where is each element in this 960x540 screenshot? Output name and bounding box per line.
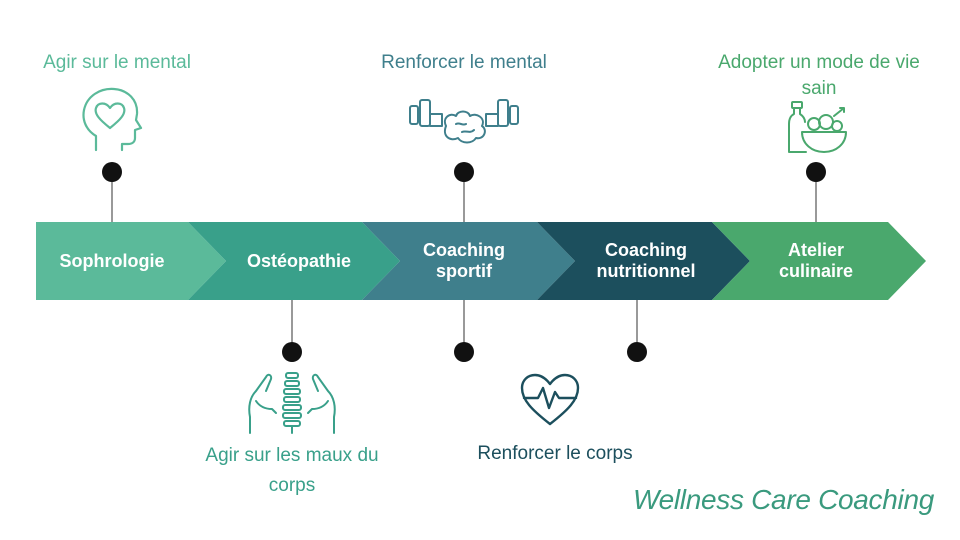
hands-spine-icon [248, 372, 336, 434]
step-shape-osteopathie [188, 222, 400, 300]
step-shape-atelier-culinaire [712, 222, 926, 300]
step-label-osteopathie: Ostéopathie [246, 250, 352, 271]
brain-dumbbell-icon [409, 99, 519, 144]
dot-maux [282, 342, 302, 362]
benefit-text-renforcer-corps: Renforcer le corps [477, 443, 633, 464]
benefit-text-maux: Agir sur les maux du corps [205, 445, 379, 496]
step-shape-coaching-nutritionnel [537, 222, 750, 300]
benefit-text-mode-de-vie: Adopter un mode de vie sain [718, 52, 920, 99]
brand-name: Wellness Care Coaching [632, 484, 934, 515]
healthy-food-bowl-icon [788, 101, 847, 153]
step-label-sophrologie: Sophrologie [59, 250, 165, 271]
dot-coaching-sportif-lower [454, 342, 474, 362]
dot-mode-de-vie [806, 162, 826, 182]
heart-pulse-icon [520, 373, 580, 426]
dot-mental [102, 162, 122, 182]
step-label-coaching-sportif: Coaching sportif [422, 240, 505, 281]
benefit-text-renforcer-mental: Renforcer le mental [381, 52, 547, 73]
step-label-atelier-culinaire: Atelier culinaire [778, 240, 854, 281]
dot-renforcer-corps [627, 342, 647, 362]
step-shape-sophrologie [36, 222, 226, 300]
head-heart-icon [82, 87, 143, 152]
dot-renforcer-mental [454, 162, 474, 182]
benefit-text-mental: Agir sur le mental [43, 52, 191, 73]
step-label-coaching-nutritionnel: Coaching nutritionnel [596, 240, 696, 281]
step-shape-coaching-sportif [362, 222, 575, 300]
